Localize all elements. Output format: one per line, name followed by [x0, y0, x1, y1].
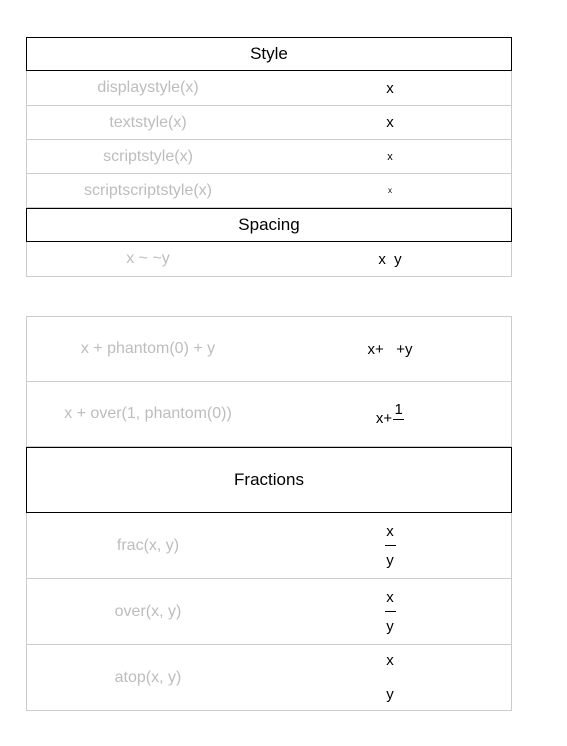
fraction: 1: [393, 401, 405, 426]
fraction: x y: [384, 588, 396, 636]
fractions-header-label: Fractions: [234, 470, 304, 489]
render-cell: x y: [269, 513, 511, 578]
spacing-header-label: Spacing: [238, 215, 300, 234]
expression-cell: scriptscriptstyle(x): [83, 181, 212, 199]
expression-cell: displaystyle(x): [97, 79, 199, 96]
expression-cell: scriptstyle(x): [103, 147, 193, 165]
fraction-denominator: y: [386, 686, 394, 703]
expression-cell: x + phantom(0) + y: [80, 340, 216, 357]
table-row: atop(x, y) x y: [26, 645, 512, 711]
render-cell: x: [269, 71, 511, 105]
rendered-math: x: [388, 186, 392, 195]
render-cell: x y: [269, 242, 511, 276]
fraction-numerator: x: [386, 652, 394, 669]
style-header: Style: [26, 37, 512, 71]
rendered-math: x: [387, 150, 393, 163]
fractions-header: Fractions: [26, 447, 512, 513]
table-row: frac(x, y) x y: [26, 513, 512, 579]
fraction-numerator: x: [386, 588, 394, 606]
expression-cell: over(x, y): [114, 602, 182, 620]
fraction: x y: [384, 522, 396, 570]
fraction-denominator: y: [386, 551, 394, 569]
fraction-bar: [384, 544, 396, 546]
fraction-bar: [384, 610, 396, 612]
render-cell: x+ +y: [269, 317, 511, 381]
expression-cell: frac(x, y): [116, 536, 180, 554]
phantom-fractions-table: x + phantom(0) + y x+ +y x + over(1, pha…: [26, 316, 512, 711]
expression-cell: textstyle(x): [109, 113, 187, 131]
rendered-math: x+ 1: [375, 401, 405, 427]
math-lhs: x+: [375, 410, 393, 427]
spacing-header: Spacing: [26, 208, 512, 242]
style-header-label: Style: [250, 44, 288, 63]
fraction-bar: [393, 419, 405, 420]
fraction-denominator: y: [386, 617, 394, 635]
table-row: scriptstyle(x) x: [26, 140, 512, 174]
rendered-math: x: [386, 114, 394, 131]
expression-cell: x ~ ~y: [126, 250, 170, 267]
expression-cell: x + over(1, phantom(0)): [64, 405, 232, 422]
table-row: displaystyle(x) x: [26, 71, 512, 106]
render-cell: x: [269, 174, 511, 207]
render-cell: x+ 1: [269, 382, 511, 446]
rendered-math: x: [386, 79, 394, 97]
table-row: over(x, y) x y: [26, 579, 512, 645]
rendered-math: x y: [378, 250, 402, 268]
table-row: scriptscriptstyle(x) x: [26, 174, 512, 208]
render-cell: x y: [269, 645, 511, 710]
table-row: textstyle(x) x: [26, 106, 512, 140]
render-cell: x: [269, 140, 511, 173]
fraction-numerator: 1: [394, 401, 403, 418]
expression-cell: atop(x, y): [114, 668, 182, 686]
fraction-numerator: x: [386, 522, 394, 540]
style-spacing-table: Style displaystyle(x) x textstyle(x) x s…: [26, 37, 512, 277]
render-cell: x: [269, 106, 511, 139]
table-row: x + phantom(0) + y x+ +y: [26, 316, 512, 382]
fraction: x y: [386, 651, 394, 704]
table-row: x + over(1, phantom(0)) x+ 1: [26, 382, 512, 447]
table-row: x ~ ~y x y: [26, 242, 512, 277]
rendered-math: x+ +y: [367, 340, 413, 358]
render-cell: x y: [269, 579, 511, 644]
